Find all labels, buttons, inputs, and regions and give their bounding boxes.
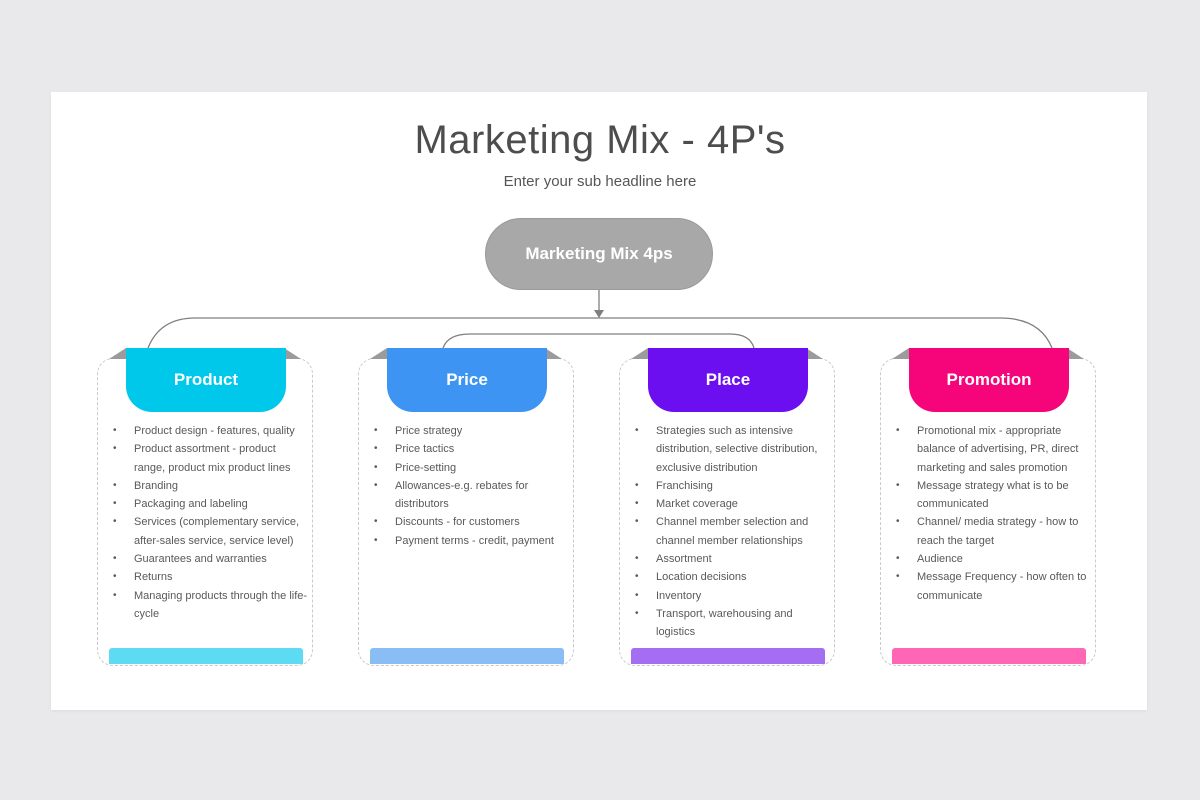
root-node: Marketing Mix 4ps (485, 218, 713, 290)
tab-fold-right (1067, 348, 1084, 359)
list-item: Inventory (634, 587, 830, 606)
card-bottom-bar (370, 648, 564, 664)
tab-fold-right (284, 348, 301, 359)
list-item: Managing products through the life-cycle (112, 587, 308, 624)
card-title: Price (446, 370, 488, 389)
tab-fold-right (545, 348, 562, 359)
list-item: Payment terms - credit, payment (373, 532, 569, 551)
list-item: Price strategy (373, 422, 569, 441)
list-item: Franchising (634, 477, 830, 496)
card-title: Product (173, 370, 239, 389)
list-item: Product assortment - product range, prod… (112, 440, 308, 477)
list-item: Branding (112, 477, 308, 496)
card-bottom-bar (892, 648, 1086, 664)
list-item: Services (complementary service, after-s… (112, 513, 308, 550)
list-item: Transport, warehousing and logistics (634, 605, 830, 642)
list-item: Strategies such as intensive distributio… (634, 422, 830, 477)
card-tab-product: Product (126, 348, 286, 412)
card-list: Strategies such as intensive distributio… (634, 422, 830, 642)
tab-fold-left (370, 348, 387, 359)
list-item: Promotional mix - appropriate balance of… (895, 422, 1091, 477)
card-list: Price strategyPrice tacticsPrice-setting… (373, 422, 569, 550)
list-item: Discounts - for customers (373, 513, 569, 532)
list-item: Returns (112, 568, 308, 587)
card-list: Product design - features, qualityProduc… (112, 422, 308, 623)
list-item: Channel/ media strategy - how to reach t… (895, 513, 1091, 550)
card-tab-promotion: Promotion (909, 348, 1069, 412)
list-item: Guarantees and warranties (112, 550, 308, 569)
card-promotion: Promotion Promotional mix - appropriate … (880, 348, 1096, 666)
card-title: Promotion (946, 370, 1032, 389)
list-item: Price-setting (373, 459, 569, 478)
list-item: Market coverage (634, 495, 830, 514)
tab-fold-left (109, 348, 126, 359)
card-tab-price: Price (387, 348, 547, 412)
page-subtitle: Enter your sub headline here (503, 173, 697, 190)
list-item: Packaging and labeling (112, 495, 308, 514)
root-node-label: Marketing Mix 4ps (525, 244, 673, 263)
card-price: Price Price strategyPrice tacticsPrice-s… (358, 348, 574, 666)
card-list: Promotional mix - appropriate balance of… (895, 422, 1091, 605)
list-item: Channel member selection and channel mem… (634, 513, 830, 550)
tab-fold-left (892, 348, 909, 359)
card-bottom-bar (631, 648, 825, 664)
list-item: Location decisions (634, 568, 830, 587)
list-item: Assortment (634, 550, 830, 569)
tab-fold-right (806, 348, 823, 359)
list-item: Allowances-e.g. rebates for distributors (373, 477, 569, 514)
list-item: Message strategy what is to be communica… (895, 477, 1091, 514)
card-place: Place Strategies such as intensive distr… (619, 348, 835, 666)
list-item: Audience (895, 550, 1091, 569)
list-item: Message Frequency - how often to communi… (895, 568, 1091, 605)
card-bottom-bar (109, 648, 303, 664)
list-item: Price tactics (373, 440, 569, 459)
card-product: Product Product design - features, quali… (97, 348, 313, 666)
tab-fold-left (631, 348, 648, 359)
card-title: Place (705, 370, 751, 389)
list-item: Product design - features, quality (112, 422, 308, 441)
page-title: Marketing Mix - 4P's (414, 118, 786, 162)
card-tab-place: Place (648, 348, 808, 412)
